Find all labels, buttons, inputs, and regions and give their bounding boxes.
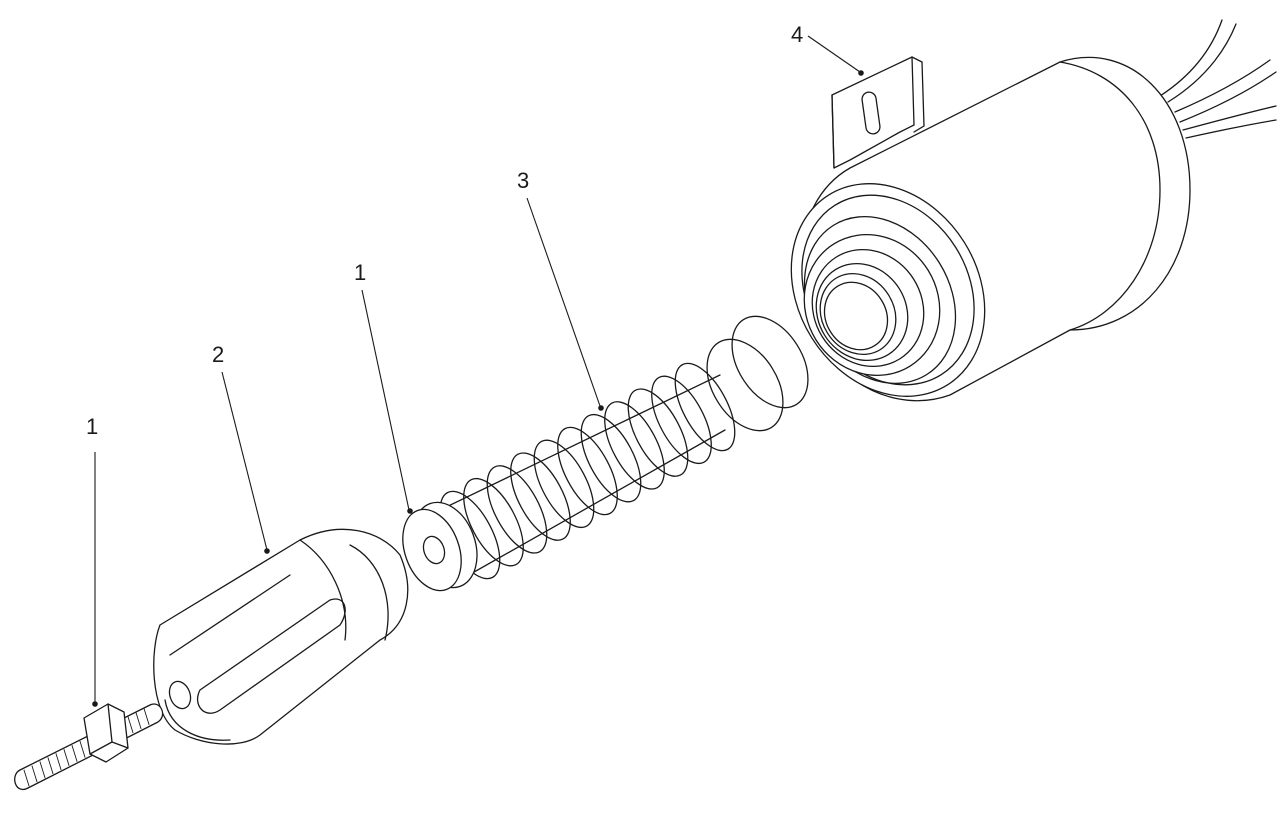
stud-thread [127,716,134,734]
callout-plunger-body: 2 [212,342,270,554]
spring [439,315,809,581]
spring-coil [651,375,712,465]
stud-thread [135,712,142,730]
stud-thread [55,753,62,771]
solenoid-front-face [790,183,986,397]
mounting-bracket [831,56,925,169]
spring-coil [510,452,571,541]
stud-thread [31,765,38,783]
callout-washer: 1 [354,260,413,514]
callout-solenoid: 4 [791,22,864,76]
washer [402,501,478,592]
spring-coil [580,413,642,503]
hex-nut [83,703,129,763]
callout-nut: 1 [86,414,98,707]
stud-thread [79,740,86,758]
stud-thread [63,749,70,766]
callout-label-washer: 1 [354,260,366,285]
spring-coil [674,362,736,452]
callout-label-nut: 1 [86,414,98,439]
callout-label-spring: 3 [517,168,529,193]
solenoid-wires [1159,19,1277,139]
stud-thread [23,769,30,787]
stud-thread [47,757,54,775]
spring-coil [604,401,665,490]
spring-coil [627,388,689,477]
callout-spring: 3 [517,168,604,411]
spring-coil [533,439,595,529]
spring-coil [557,426,618,516]
spring-coil [463,477,524,567]
callout-label-solenoid: 4 [791,22,803,47]
plunger-body [153,528,409,745]
solenoid-assembly [790,19,1277,402]
stud-thread [143,708,150,725]
stud-thread [39,761,46,779]
stud-thread [71,744,78,762]
callout-label-plunger-body: 2 [212,342,224,367]
spring-coil [486,465,548,554]
